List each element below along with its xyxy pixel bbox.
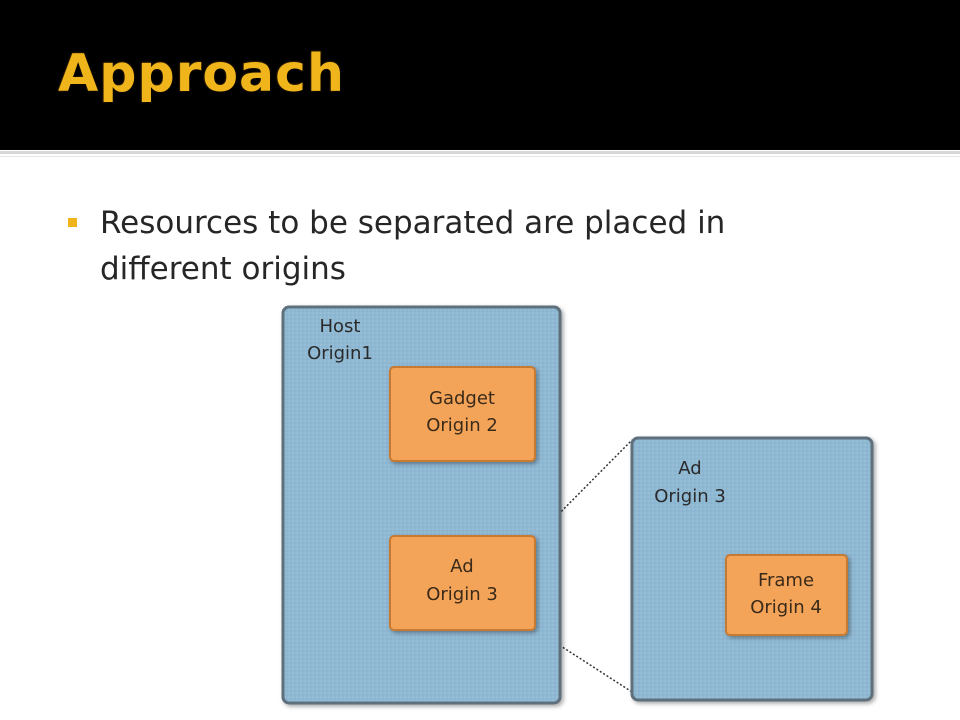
host-label-line1: Host (320, 316, 361, 337)
ad-label-line2: Origin 3 (426, 584, 498, 605)
ad-label-line1: Ad (450, 556, 473, 577)
gadget-label-line2: Origin 2 (426, 415, 498, 436)
title-divider (0, 151, 960, 154)
slide-title: Approach (58, 44, 345, 104)
host-label-line2: Origin1 (307, 343, 373, 364)
ad-expanded-label-line1: Ad (678, 458, 701, 479)
frame-label-line1: Frame (758, 570, 814, 591)
bullet-square-icon (68, 218, 77, 227)
gadget-label-line1: Gadget (429, 388, 495, 409)
frame-label-line2: Origin 4 (750, 597, 822, 618)
title-bar: Approach (0, 0, 960, 150)
connector-line-top (535, 439, 633, 538)
title-divider-thin (0, 156, 960, 157)
ad-expanded-label-line2: Origin 3 (654, 486, 726, 507)
gadget-box: Gadget Origin 2 (389, 366, 536, 462)
connector-line-bottom (535, 629, 633, 693)
bullet-text: Resources to be separated are placed in … (100, 205, 726, 287)
ad-box: Ad Origin 3 (389, 535, 536, 631)
frame-box: Frame Origin 4 (725, 554, 848, 636)
